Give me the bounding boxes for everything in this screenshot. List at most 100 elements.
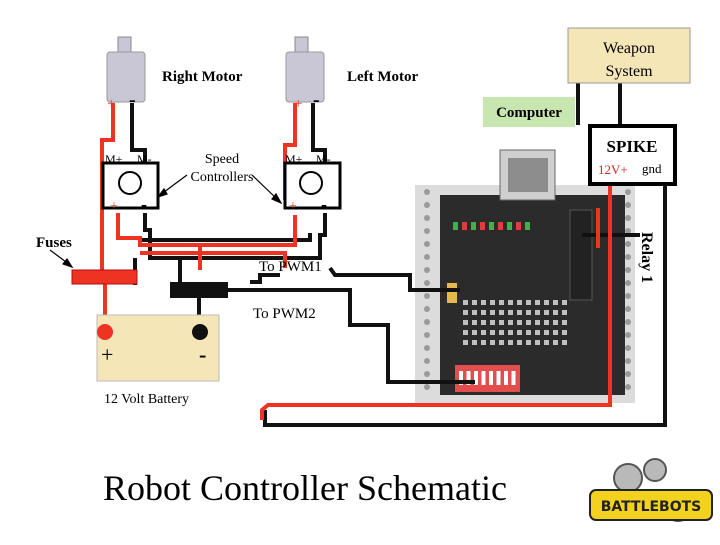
header-pin — [526, 300, 531, 305]
plate-hole — [424, 254, 430, 260]
header-pin — [544, 310, 549, 315]
status-led — [453, 222, 458, 230]
header-pin — [499, 320, 504, 325]
right-controller-dial — [118, 171, 142, 195]
status-led — [516, 222, 521, 230]
right-controller-plus: + — [110, 199, 118, 214]
plate-hole — [625, 358, 631, 364]
header-pin — [499, 300, 504, 305]
plate-hole — [625, 267, 631, 273]
header-pin — [481, 300, 486, 305]
header-pin — [463, 300, 468, 305]
header-pin — [562, 330, 567, 335]
weapon-label-line1: Weapon — [603, 40, 655, 57]
dip-key — [504, 371, 508, 385]
status-led — [507, 222, 512, 230]
status-led — [525, 222, 530, 230]
computer-label: Computer — [496, 105, 562, 121]
battery-negative-terminal — [192, 324, 208, 340]
plate-hole — [424, 293, 430, 299]
header-pin — [535, 300, 540, 305]
plate-hole — [625, 189, 631, 195]
plate-hole — [625, 228, 631, 234]
header-pin — [472, 330, 477, 335]
dip-key — [489, 371, 493, 385]
header-pin — [535, 320, 540, 325]
plate-hole — [625, 384, 631, 390]
header-pin — [562, 320, 567, 325]
arrow-to-left-controller — [251, 174, 279, 201]
serial-connector-face — [508, 158, 548, 192]
fuse-arrow-head — [61, 257, 74, 269]
wire-spike-12v — [260, 175, 612, 420]
plate-hole — [424, 384, 430, 390]
plate-hole — [424, 345, 430, 351]
plate-hole — [625, 306, 631, 312]
header-pin — [535, 310, 540, 315]
plate-hole — [424, 267, 430, 273]
arrow-head-left — [271, 192, 283, 205]
battery-plus-label: + — [101, 342, 113, 367]
plate-hole — [625, 280, 631, 286]
header-pin — [508, 340, 513, 345]
header-pin — [553, 300, 558, 305]
fuses-label: Fuses — [36, 235, 72, 251]
right-motor-plus: + — [107, 96, 115, 112]
left-controller-m-plus: M+ — [285, 152, 303, 166]
header-pin — [490, 300, 495, 305]
controller-board — [415, 149, 635, 403]
header-pin — [472, 300, 477, 305]
plate-hole — [625, 202, 631, 208]
page-title: Robot Controller Schematic — [103, 468, 507, 508]
header-pin — [481, 340, 486, 345]
plate-hole — [625, 345, 631, 351]
header-pin — [517, 330, 522, 335]
dip-key — [496, 371, 501, 385]
board-capacitor — [447, 283, 457, 303]
pwm1-label: To PWM1 — [259, 259, 322, 275]
logo-banner — [589, 489, 713, 521]
header-pin — [472, 340, 477, 345]
dip-key — [511, 371, 516, 385]
logo-text: BATTLEBOTS — [601, 499, 702, 515]
spike-relay-box — [588, 124, 677, 186]
plate-hole — [424, 358, 430, 364]
board-chip — [569, 209, 593, 301]
battlebots-logo: BATTLEBOTS — [589, 458, 713, 522]
battery-minus-label: - — [199, 342, 206, 367]
dip-key — [474, 371, 478, 385]
dip-switches — [455, 365, 520, 392]
header-pin — [463, 310, 468, 315]
right-speed-controller — [101, 161, 160, 210]
plate-hole — [625, 332, 631, 338]
battery-positive-terminal — [97, 324, 113, 340]
header-pin — [508, 310, 513, 315]
status-leds — [453, 222, 530, 230]
plate-hole — [625, 254, 631, 260]
header-pin — [562, 310, 567, 315]
speed-controllers-line1: Speed — [205, 152, 239, 167]
status-led — [480, 222, 485, 230]
left-speed-controller — [283, 161, 342, 210]
dip-key — [481, 371, 486, 385]
right-motor — [106, 36, 146, 103]
ground-terminal — [170, 282, 228, 298]
header-pin — [490, 310, 495, 315]
header-pin — [544, 340, 549, 345]
header-pin — [463, 320, 468, 325]
wire-to-pwm1 — [328, 266, 460, 292]
speed-controller-arrows — [49, 174, 283, 269]
header-pin — [517, 340, 522, 345]
right-controller-m-plus: M+ — [105, 152, 123, 166]
right-controller-m-minus: M- — [137, 152, 152, 166]
header-pin — [490, 320, 495, 325]
status-led — [489, 222, 494, 230]
status-led — [471, 222, 476, 230]
header-pin — [481, 320, 486, 325]
wire-left-controller-ground — [180, 213, 327, 260]
status-led — [498, 222, 503, 230]
board-pcb — [440, 195, 625, 395]
plate-hole — [424, 228, 430, 234]
right-motor-label: Right Motor — [162, 69, 243, 85]
